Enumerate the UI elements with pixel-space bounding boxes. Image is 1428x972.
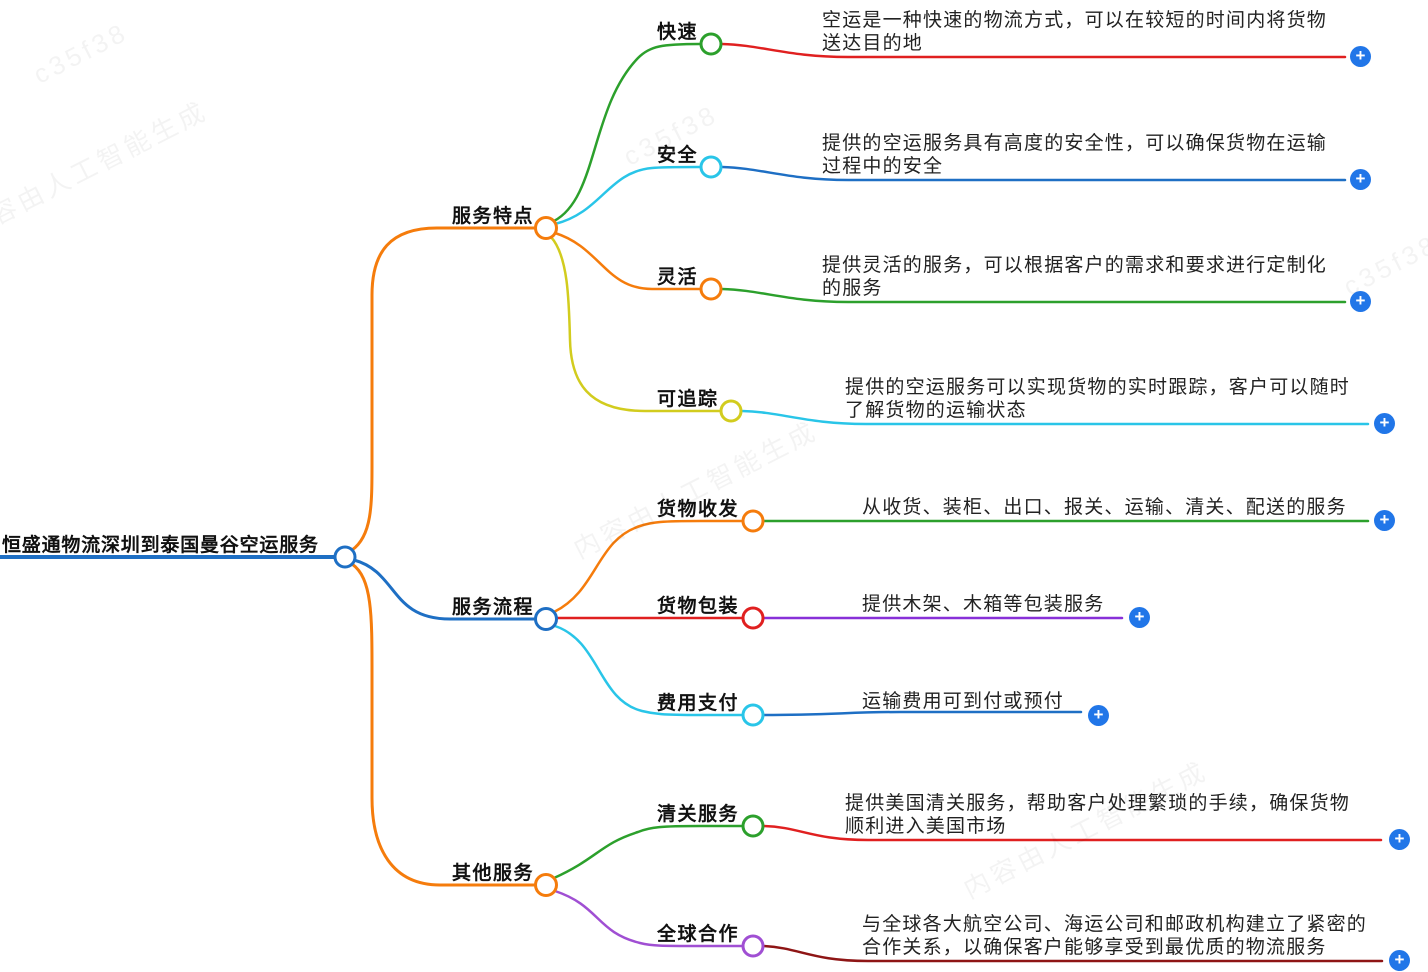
connector-to-trackable xyxy=(549,235,722,413)
add-node-button-flexible[interactable]: + xyxy=(1350,291,1371,312)
plus-icon: + xyxy=(1134,607,1145,626)
child-label-trackable[interactable]: 可追踪 xyxy=(657,389,719,410)
plus-icon: + xyxy=(1355,169,1366,188)
node-circle-global-cooperation[interactable] xyxy=(741,934,765,958)
leaf-text-fast[interactable]: 空运是一种快速的物流方式，可以在较短的时间内将货物送达目的地 xyxy=(822,10,1328,54)
leaf-line-fast xyxy=(720,42,1347,59)
plus-icon: + xyxy=(1379,413,1390,432)
plus-icon: + xyxy=(1355,46,1366,65)
node-circle-cargo-receiving[interactable] xyxy=(741,509,765,533)
node-circle-fast[interactable] xyxy=(699,32,723,56)
node-circle-flexible[interactable] xyxy=(699,277,723,301)
add-node-button-customs-service[interactable]: + xyxy=(1389,829,1410,850)
leaf-text-cargo-receiving[interactable]: 从收货、装柜、出口、报关、运输、清关、配送的服务 xyxy=(862,497,1347,518)
branch-label-other-services[interactable]: 其他服务 xyxy=(452,863,535,884)
add-node-button-fast[interactable]: + xyxy=(1350,46,1371,67)
child-label-fee-payment[interactable]: 费用支付 xyxy=(657,693,740,714)
add-node-button-fee-payment[interactable]: + xyxy=(1088,705,1109,726)
add-node-button-trackable[interactable]: + xyxy=(1374,413,1395,434)
node-circle-cargo-packing[interactable] xyxy=(741,606,765,630)
leaf-line-global-cooperation xyxy=(762,944,1384,963)
leaf-text-trackable[interactable]: 提供的空运服务可以实现货物的实时跟踪，客户可以随时了解货物的运输状态 xyxy=(845,377,1351,421)
connector-to-fee-payment xyxy=(553,624,744,717)
branch-label-service-features[interactable]: 服务特点 xyxy=(452,206,535,227)
node-circle-customs-service[interactable] xyxy=(741,814,765,838)
plus-icon: + xyxy=(1394,829,1405,848)
child-label-safe[interactable]: 安全 xyxy=(657,145,699,166)
leaf-line-fee-payment xyxy=(762,710,1083,717)
add-node-button-cargo-packing[interactable]: + xyxy=(1129,607,1150,628)
add-node-button-cargo-receiving[interactable]: + xyxy=(1374,510,1395,531)
connector-to-customs-service xyxy=(552,824,744,880)
child-label-fast[interactable]: 快速 xyxy=(657,22,699,43)
add-node-button-global-cooperation[interactable]: + xyxy=(1389,950,1410,971)
connector-to-global-cooperation xyxy=(553,889,744,948)
node-circle-service-features[interactable] xyxy=(534,216,558,240)
branch-label-service-process[interactable]: 服务流程 xyxy=(452,597,535,618)
node-circle-fee-payment[interactable] xyxy=(741,703,765,727)
leaf-line-trackable xyxy=(740,409,1370,426)
connector-to-flexible xyxy=(553,231,702,291)
leaf-text-customs-service[interactable]: 提供美国清关服务，帮助客户处理繁琐的手续，确保货物顺利进入美国市场 xyxy=(845,793,1351,837)
add-node-button-safe[interactable]: + xyxy=(1350,169,1371,190)
leaf-text-cargo-packing[interactable]: 提供木架、木箱等包装服务 xyxy=(862,594,1105,615)
child-label-global-cooperation[interactable]: 全球合作 xyxy=(657,924,740,945)
connector-to-cargo-receiving xyxy=(552,519,744,614)
connector-to-safe xyxy=(553,165,702,226)
plus-icon: + xyxy=(1093,705,1104,724)
node-circle-trackable[interactable] xyxy=(719,399,743,423)
leaf-text-fee-payment[interactable]: 运输费用可到付或预付 xyxy=(862,691,1065,712)
leaf-line-customs-service xyxy=(762,824,1383,842)
connector-root-to-service-features xyxy=(350,226,538,552)
node-circle-other-services[interactable] xyxy=(534,873,558,897)
connector-to-fast xyxy=(552,42,702,223)
node-circle-root[interactable] xyxy=(333,545,357,569)
node-circle-service-process[interactable] xyxy=(534,607,558,631)
plus-icon: + xyxy=(1394,950,1405,969)
node-circle-safe[interactable] xyxy=(699,155,723,179)
child-label-customs-service[interactable]: 清关服务 xyxy=(657,804,740,825)
child-label-cargo-packing[interactable]: 货物包装 xyxy=(657,596,740,617)
child-label-flexible[interactable]: 灵活 xyxy=(657,267,699,288)
plus-icon: + xyxy=(1355,291,1366,310)
plus-icon: + xyxy=(1379,510,1390,529)
leaf-line-safe xyxy=(720,165,1347,182)
root-node-label[interactable]: 恒盛通物流深圳到泰国曼谷空运服务 xyxy=(2,535,319,556)
connector-root-to-other-services xyxy=(350,562,537,887)
leaf-text-flexible[interactable]: 提供灵活的服务，可以根据客户的需求和要求进行定制化的服务 xyxy=(822,255,1328,299)
child-label-cargo-receiving[interactable]: 货物收发 xyxy=(657,499,740,520)
leaf-text-global-cooperation[interactable]: 与全球各大航空公司、海运公司和邮政机构建立了紧密的合作关系，以确保客户能够享受到… xyxy=(862,914,1368,958)
connector-root-to-service-process xyxy=(352,558,537,621)
leaf-line-flexible xyxy=(720,287,1347,304)
leaf-text-safe[interactable]: 提供的空运服务具有高度的安全性，可以确保货物在运输过程中的安全 xyxy=(822,133,1328,177)
